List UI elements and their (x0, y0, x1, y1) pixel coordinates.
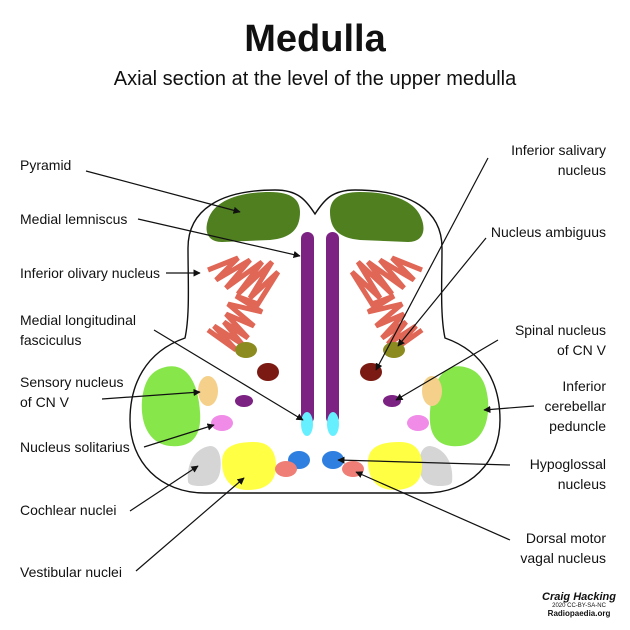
pointer-solitarius (143, 423, 215, 448)
spinal-nucleus-cnv-right (422, 376, 442, 406)
spinal-trigeminal-dot-left (235, 395, 253, 407)
label-hypoglossal-line2: nucleus (557, 476, 606, 492)
nucleus-solitarius-left (211, 415, 233, 431)
mlf-right (327, 412, 339, 436)
inferior-cerebellar-peduncle-right (429, 366, 489, 447)
inferior-salivary-left (257, 363, 279, 381)
label-medial-lemniscus: Medial lemniscus (20, 211, 128, 227)
spinal-trigeminal-dot-right (383, 395, 401, 407)
label-vestibular-nuclei: Vestibular nuclei (20, 564, 122, 580)
license-text: 2020 CC-BY-SA-NC (552, 603, 606, 609)
pointer-hypoglossal (337, 456, 511, 466)
leader-lines (85, 157, 535, 572)
label-dorsal-motor-line1: Dorsal motor (525, 530, 606, 546)
medial-lemniscus-right (326, 232, 339, 424)
vestibular-nuclei-right (368, 442, 422, 490)
label-icp-line3: peduncle (549, 418, 606, 434)
page-subtitle: Axial section at the level of the upper … (113, 68, 517, 90)
site-name[interactable]: Radiopaedia.org (547, 609, 611, 618)
label-inferior-olivary-nucleus: Inferior olivary nucleus (20, 265, 161, 281)
medial-lemniscus-left (301, 232, 314, 424)
pyramid-left (206, 192, 300, 242)
pointer-cochlear (129, 465, 199, 512)
label-icp-line2: cerebellar (544, 398, 606, 414)
label-spinal-cnv-line1: Spinal nucleus (514, 322, 606, 338)
label-inferior-salivary-line1: Inferior salivary (511, 142, 606, 158)
pointer-inferior-salivary (375, 157, 489, 371)
pointer-mlf (153, 329, 304, 421)
author-signature: Craig Hacking (542, 591, 616, 603)
cochlear-nuclei-left (187, 446, 221, 486)
pointer-spinal-cnv (395, 339, 499, 401)
medulla-outline (129, 189, 501, 494)
dorsal-motor-vagal-left (275, 461, 297, 477)
label-mlf-line2: fasciculus (20, 332, 82, 348)
cochlear-nuclei-right (419, 446, 453, 486)
pointer-icp (483, 405, 535, 414)
label-sensory-cnv-line1: Sensory nucleus (20, 374, 124, 390)
nucleus-solitarius-right (407, 415, 429, 431)
label-inferior-salivary: Inferior salivary nucleus (511, 140, 606, 180)
label-sensory-nucleus-cnv: Sensory nucleus of CN V (20, 372, 124, 412)
label-hypoglossal-nucleus: Hypoglossal nucleus (530, 454, 606, 494)
label-inferior-cerebellar-peduncle: Inferior cerebellar peduncle (545, 376, 606, 436)
label-inferior-salivary-line2: nucleus (557, 162, 606, 178)
pointer-vestibular (135, 477, 245, 572)
page-title: Medulla (244, 18, 386, 60)
label-mlf: Medial longitudinal fasciculus (20, 310, 136, 350)
label-cochlear-nuclei: Cochlear nuclei (20, 502, 117, 518)
label-dorsal-motor-vagal: Dorsal motor vagal nucleus (520, 528, 606, 568)
label-icp-line1: Inferior (562, 378, 606, 394)
label-mlf-line1: Medial longitudinal (20, 312, 136, 328)
vestibular-nuclei-left (222, 442, 276, 490)
label-nucleus-solitarius: Nucleus solitarius (20, 439, 130, 455)
inferior-cerebellar-peduncle-left (141, 366, 201, 447)
sensory-nucleus-cnv-left (198, 376, 218, 406)
credit-block: Craig Hacking 2020 CC-BY-SA-NC Radiopaed… (542, 591, 616, 618)
label-hypoglossal-line1: Hypoglossal (529, 456, 606, 472)
label-spinal-nucleus-cnv: Spinal nucleus of CN V (515, 320, 606, 360)
pointer-ambiguus (397, 237, 487, 347)
hypoglossal-right (322, 451, 344, 469)
label-pyramid: Pyramid (20, 157, 72, 173)
nucleus-ambiguus-left (235, 342, 257, 358)
mlf-left (301, 412, 313, 436)
label-nucleus-ambiguus: Nucleus ambiguus (490, 224, 606, 240)
inferior-olive-right (349, 255, 424, 353)
pyramid-right (330, 192, 424, 242)
label-spinal-cnv-line2: of CN V (556, 342, 606, 358)
pointer-medial-lemniscus (137, 218, 301, 259)
label-sensory-cnv-line2: of CN V (20, 394, 70, 410)
pointer-sensory-cnv (101, 388, 201, 400)
inferior-olive-left (206, 255, 281, 353)
pointer-dorsal-motor (355, 471, 511, 541)
pointer-pyramid (85, 170, 241, 214)
label-dorsal-motor-line2: vagal nucleus (520, 550, 606, 566)
